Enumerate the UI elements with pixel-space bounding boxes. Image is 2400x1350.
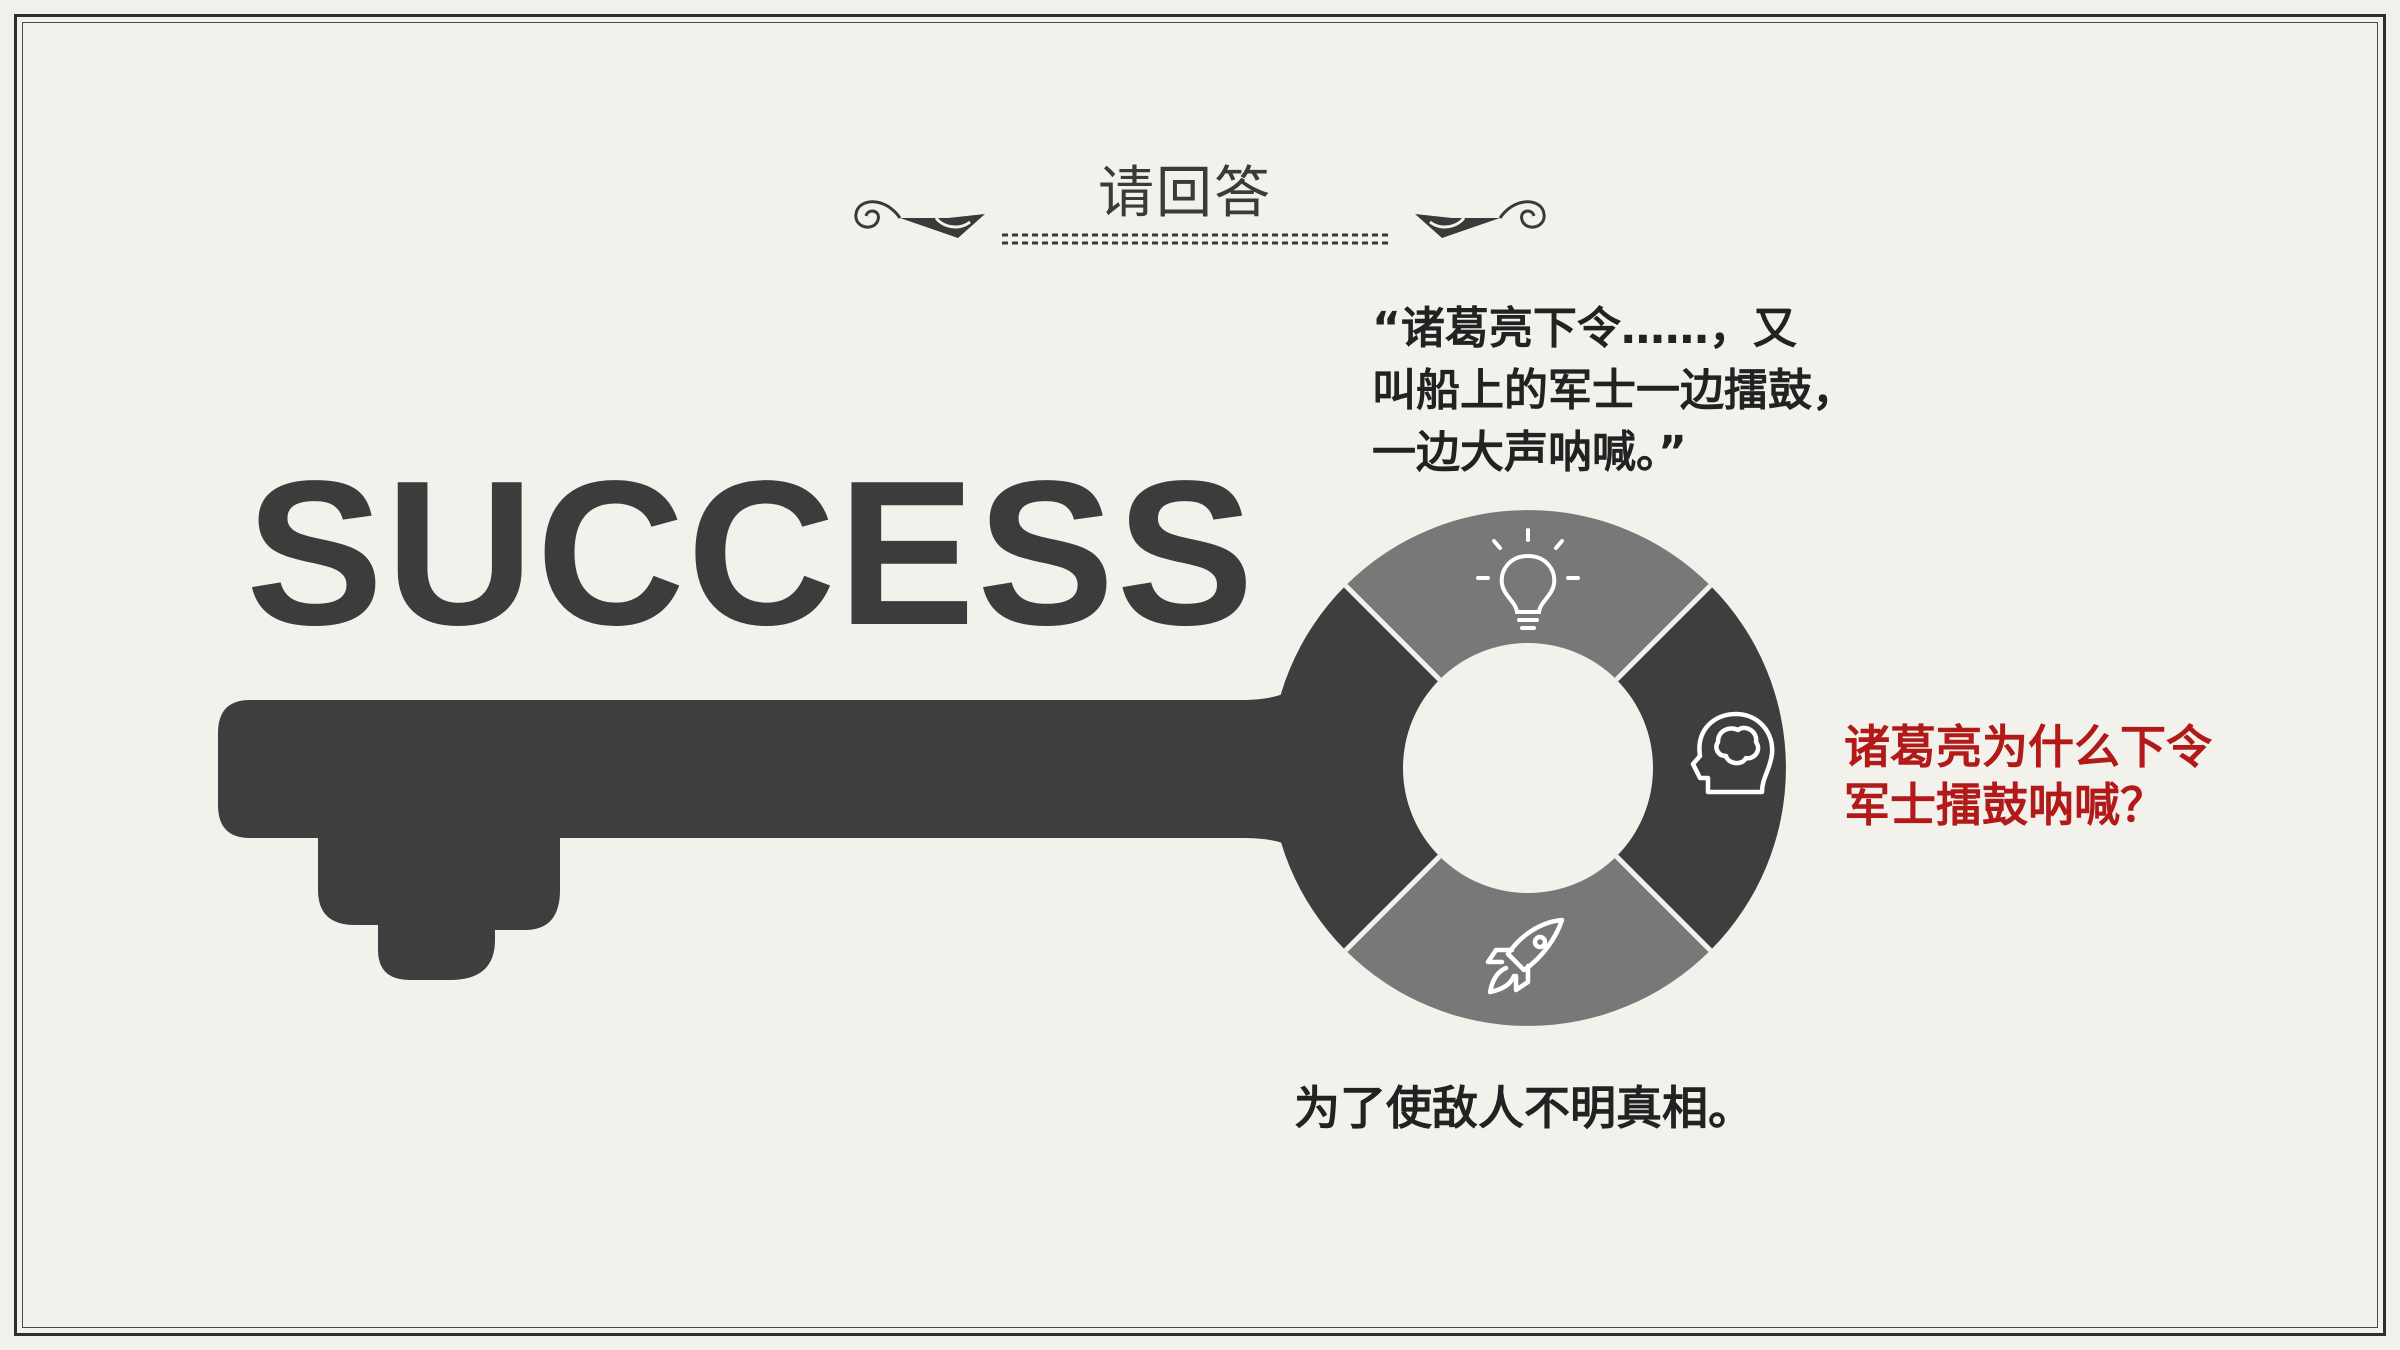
inner-frame bbox=[22, 22, 2378, 1328]
rocket-icon bbox=[1485, 917, 1565, 995]
page-title: 请回答 bbox=[1098, 161, 1272, 226]
ring-segment-bottom bbox=[1345, 856, 1711, 1026]
key-ring bbox=[1270, 510, 1786, 1026]
brain-head-icon bbox=[1690, 711, 1775, 795]
quote-line: 一边大声呐喊。” bbox=[1372, 427, 1687, 478]
question-line: 诸葛亮为什么下令 bbox=[1844, 720, 2212, 774]
left-ornament-icon bbox=[854, 200, 985, 238]
question-line: 军士擂鼓呐喊？ bbox=[1844, 778, 2166, 832]
quote-line: 叫船上的军士一边擂鼓， bbox=[1372, 365, 1856, 416]
ring-segment-left bbox=[1270, 585, 1440, 951]
ring-segment-top bbox=[1345, 510, 1711, 680]
answer-text: 为了使敌人不明真相。 bbox=[1294, 1081, 1754, 1135]
quote-line: “诸葛亮下令……，又 bbox=[1372, 303, 1797, 354]
question-text: 诸葛亮为什么下令 军士擂鼓呐喊？ bbox=[1844, 718, 2264, 834]
ring-segment-right bbox=[1616, 585, 1786, 951]
success-word: SUCCESS bbox=[246, 438, 1256, 668]
lightbulb-icon bbox=[1476, 528, 1580, 630]
right-ornament-icon bbox=[1415, 200, 1546, 238]
quote-text: “诸葛亮下令……，又 叫船上的军士一边擂鼓， 一边大声呐喊。” bbox=[1372, 298, 1932, 484]
key-shaft bbox=[218, 680, 1305, 980]
title-underline bbox=[1002, 233, 1390, 245]
outer-frame bbox=[14, 14, 2386, 1336]
